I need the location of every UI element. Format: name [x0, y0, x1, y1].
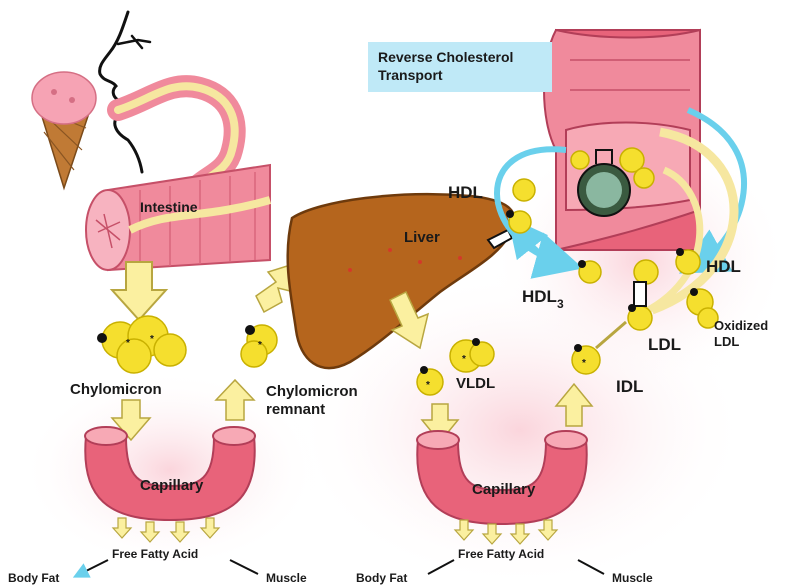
title-line-2: Transport [378, 67, 443, 83]
oxidized-ldl-label-2: LDL [714, 334, 739, 349]
svg-text:*: * [426, 380, 430, 391]
hdl3-main: HDL [522, 287, 557, 306]
oxidized-ldl-label-1: Oxidized [714, 318, 768, 333]
capillary-left-label: Capillary [140, 477, 204, 494]
hdl3-particle [578, 260, 601, 283]
idl-label: IDL [616, 377, 643, 396]
ice-cream-icon [32, 72, 96, 188]
capillary-right-label: Capillary [472, 481, 536, 498]
chylomicron-particle: * * [97, 316, 186, 373]
title-line-1: Reverse Cholesterol [378, 49, 513, 65]
remnant-label-1: Chylomicron [266, 383, 358, 400]
ffa-left-label: Free Fatty Acid [112, 547, 198, 561]
hdl-top-label: HDL [448, 183, 483, 202]
liver-label: Liver [404, 229, 440, 246]
vldl-label: VLDL [456, 375, 495, 392]
arrow-to-body-fat-left [80, 560, 108, 574]
intestine-label: Intestine [140, 199, 198, 215]
body-fat-left-label: Body Fat [8, 571, 59, 585]
eye-icon [118, 36, 150, 48]
chylomicron-label: Chylomicron [70, 381, 162, 398]
chylomicron-remnant-particle: * [241, 325, 277, 367]
muscle-right-label: Muscle [612, 571, 653, 585]
body-fat-right-label: Body Fat [356, 571, 407, 585]
hdl-right-label: HDL [706, 257, 741, 276]
remnant-label-2: remnant [266, 401, 325, 418]
glow-left-lower [20, 370, 320, 570]
svg-text:*: * [258, 340, 262, 351]
arrow-intestine-to-chylomicron [112, 262, 166, 320]
svg-text:*: * [126, 338, 130, 349]
svg-text:*: * [150, 334, 154, 345]
intestine: Intestine [86, 165, 270, 270]
ldl-label: LDL [648, 335, 681, 354]
svg-text:*: * [462, 354, 466, 365]
svg-text:*: * [582, 358, 586, 369]
ffa-right-label: Free Fatty Acid [458, 547, 544, 561]
arrow-to-muscle-left [230, 560, 258, 574]
hdl3-subscript: 3 [557, 297, 564, 311]
muscle-left-label: Muscle [266, 571, 307, 585]
